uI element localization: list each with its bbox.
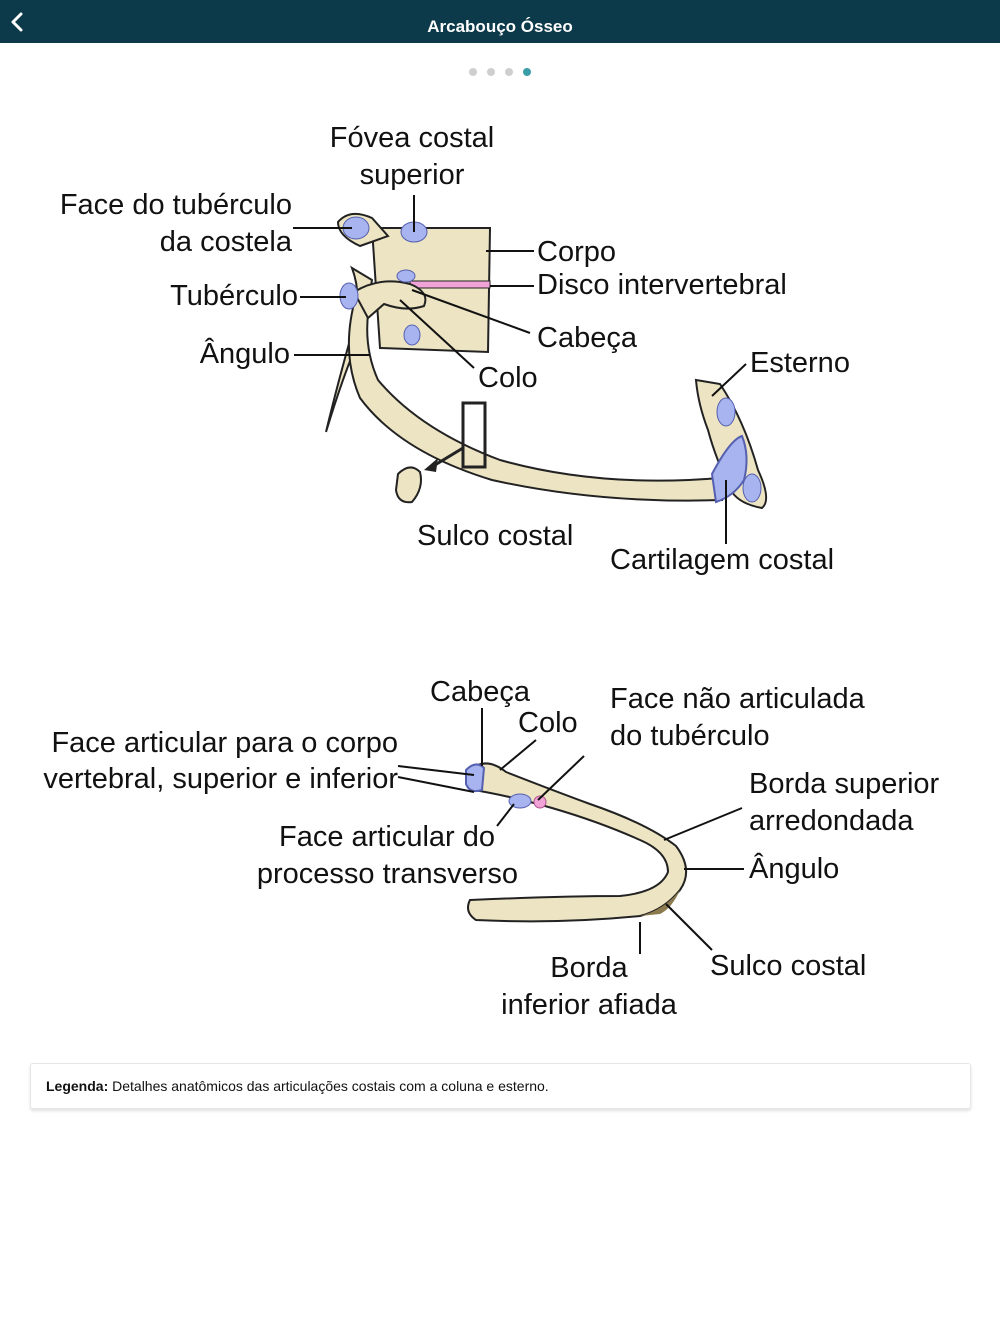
chevron-left-icon	[11, 12, 23, 32]
label-corpo: Corpo	[537, 236, 616, 268]
page-dot-1[interactable]	[469, 68, 477, 76]
leader-lines	[293, 195, 747, 544]
caption-card: Legenda: Detalhes anatômicos das articul…	[30, 1063, 971, 1109]
label-colo: Colo	[478, 362, 538, 394]
page-dot-4-active[interactable]	[523, 68, 531, 76]
groove-shadow-shape	[640, 890, 680, 916]
label-cartilagem-costal: Cartilagem costal	[610, 544, 834, 576]
page-dot-3[interactable]	[505, 68, 513, 76]
caption: Legenda: Detalhes anatômicos das articul…	[46, 1078, 549, 1094]
label-face-articular-processo-1: Face articular do	[279, 821, 495, 853]
lower-facet-shape	[403, 324, 421, 346]
page-title: Arcabouço Ósseo	[427, 17, 573, 36]
caption-label: Legenda:	[46, 1078, 109, 1094]
rib-head-shape	[352, 280, 427, 320]
label-cabeca: Cabeça	[537, 322, 638, 354]
label-borda-superior-2: arredondada	[749, 805, 914, 837]
page-dot-2[interactable]	[487, 68, 495, 76]
label-fovea-costal-superior-1: Fóvea costal	[330, 122, 494, 154]
label-sulco-costal: Sulco costal	[417, 520, 573, 552]
label-face-tuberculo-1: Face do tubérculo	[60, 189, 292, 221]
upper-facet-shape	[396, 269, 416, 283]
section-marker-shape	[461, 401, 487, 469]
navigation-bar: Arcabouço Ósseo	[0, 0, 1000, 43]
back-button[interactable]	[4, 6, 32, 38]
costal-groove-section-shape	[394, 466, 422, 504]
rib-vertebra-illustration: Fóvea costal superior Face do tubérculo …	[60, 122, 850, 576]
label-borda-inferior-1: Borda	[550, 952, 628, 984]
head-facet-shape	[465, 763, 486, 793]
non-articular-tubercle-shape	[533, 795, 547, 809]
leader-lines-2	[397, 708, 744, 954]
intervertebral-disc-shape	[409, 280, 491, 289]
label-tuberculo: Tubérculo	[170, 280, 298, 312]
label-angulo: Ângulo	[200, 337, 290, 370]
costal-cartilage-shape	[710, 434, 748, 504]
page-indicator	[0, 68, 1000, 78]
caption-text: Detalhes anatômicos das articulações cos…	[108, 1078, 549, 1094]
label-borda-inferior-2: inferior afiada	[501, 989, 678, 1021]
label-face-tuberculo-2: da costela	[160, 226, 293, 258]
label-face-articular-processo-2: processo transverso	[257, 858, 518, 890]
label-fovea-costal-superior-2: superior	[360, 159, 465, 191]
label-face-articular-corpo-1: Face articular para o corpo	[51, 727, 398, 759]
isolated-rib-illustration: Cabeça Colo Face não articulada do tubér…	[43, 676, 940, 1021]
label-colo-2: Colo	[518, 707, 578, 739]
label-face-articular-corpo-2: vertebral, superior e inferior	[43, 763, 398, 795]
label-face-nao-articulada-1: Face não articulada	[610, 683, 866, 715]
arrow-head-shape	[424, 458, 438, 472]
label-face-nao-articulada-2: do tubérculo	[610, 720, 770, 752]
sternal-facet-lower-shape	[742, 473, 762, 503]
label-esterno: Esterno	[750, 347, 850, 379]
label-cabeca-2: Cabeça	[430, 676, 531, 708]
label-disco-intervertebral: Disco intervertebral	[537, 269, 787, 301]
label-borda-superior-1: Borda superior	[749, 768, 940, 800]
label-sulco-costal-2: Sulco costal	[710, 950, 866, 982]
rib-shape	[466, 762, 687, 923]
sternal-facet-upper-shape	[716, 397, 736, 427]
label-angulo-2: Ângulo	[749, 852, 839, 885]
